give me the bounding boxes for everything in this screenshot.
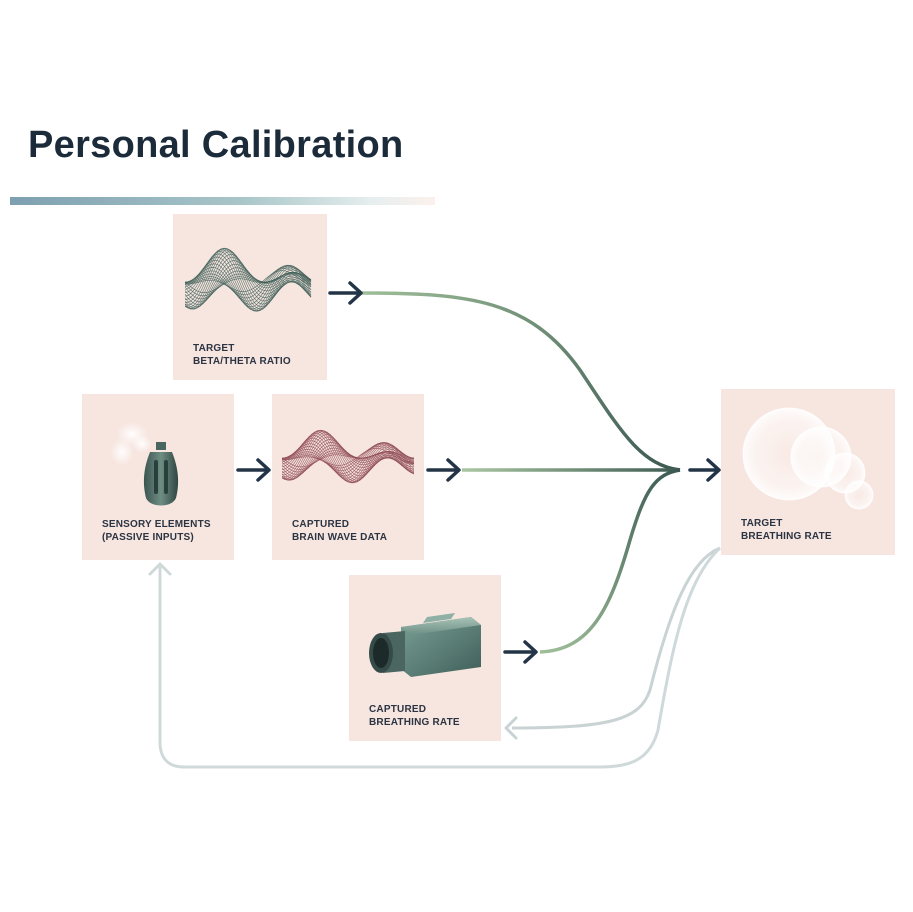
flow-line-ratio [361, 291, 681, 472]
wave-line [282, 445, 414, 469]
feedback-line-to-captured-breathing [511, 546, 721, 730]
node-label-line1: CAPTURED [292, 519, 350, 530]
wave-line [185, 266, 312, 299]
flow-line-breathing [539, 468, 681, 654]
arrow-to-target-breathing [688, 458, 721, 482]
node-label-line1: SENSORY ELEMENTS [102, 519, 211, 530]
breathing-circles-icon [742, 407, 874, 510]
arrow-brain-wave-output [426, 458, 461, 482]
brain-wave-icon [282, 429, 414, 484]
wave-line [185, 270, 312, 292]
wave-line [282, 442, 414, 481]
diffuser-icon [110, 422, 179, 506]
arrow-sensory-to-brain-wave [236, 458, 271, 482]
node-captured-brain-wave-data: CAPTURED BRAIN WAVE DATA [272, 394, 424, 560]
feedback-line-to-sensory [158, 546, 722, 769]
wave-line [185, 248, 312, 308]
node-label-line2: BREATHING RATE [369, 717, 460, 728]
wave-line [185, 264, 312, 305]
wave-line [282, 448, 414, 466]
wave-line [282, 444, 414, 472]
wave-line [282, 437, 414, 484]
node-captured-breathing-rate: CAPTURED BREATHING RATE [349, 575, 501, 741]
wave-line [185, 248, 312, 306]
camera-icon [369, 613, 481, 677]
wave-line [185, 247, 312, 305]
wave-line [282, 432, 414, 481]
feedback-arrowhead-captured-breathing [504, 716, 518, 740]
title-underline [10, 197, 435, 205]
node-label-line2: BRAIN WAVE DATA [292, 532, 388, 543]
wave-line [282, 443, 414, 474]
wave-line [185, 265, 312, 302]
node-target-beta-theta-ratio: TARGET BETA/THETA RATIO [173, 214, 327, 380]
page-title: Personal Calibration [28, 124, 404, 166]
node-label-line2: BREATHING RATE [741, 531, 832, 542]
node-label-line2: BETA/THETA RATIO [193, 356, 291, 367]
node-target-breathing-rate: TARGET BREATHING RATE [721, 389, 895, 555]
node-sensory-elements: SENSORY ELEMENTS (PASSIVE INPUTS) [82, 394, 234, 560]
wave-line [282, 442, 414, 479]
node-label-line1: TARGET [193, 343, 235, 354]
wave-line [185, 268, 312, 296]
arrow-ratio-output [328, 281, 363, 305]
wave-line [185, 272, 312, 293]
feedback-arrowhead-sensory [148, 562, 172, 576]
node-label-line1: CAPTURED [369, 704, 427, 715]
node-label-line2: (PASSIVE INPUTS) [102, 532, 194, 543]
wave-line [282, 442, 414, 477]
wave-line [282, 429, 414, 479]
node-label-line1: TARGET [741, 518, 783, 529]
wave-line [282, 430, 414, 481]
arrow-breathing-output [503, 640, 538, 664]
wave-pattern-icon [185, 247, 312, 312]
wave-line [185, 249, 312, 310]
wave-line [282, 430, 414, 478]
